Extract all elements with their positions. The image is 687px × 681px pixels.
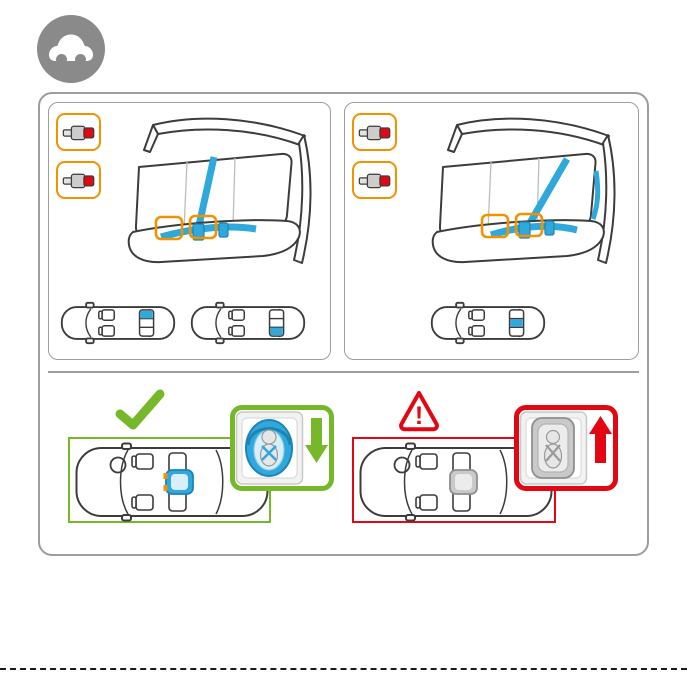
lap-belt bbox=[160, 223, 257, 241]
cut-line bbox=[0, 668, 687, 670]
belt-buckle bbox=[518, 221, 531, 239]
pillar-belt bbox=[590, 170, 601, 220]
buckle-highlight-box bbox=[514, 212, 544, 238]
car-interior-frame bbox=[143, 117, 312, 264]
car-top-view-incorrect bbox=[359, 442, 553, 522]
car-top-view-correct bbox=[75, 442, 269, 522]
steering-wheel bbox=[393, 456, 411, 474]
highlighted-seat-rear-center bbox=[510, 319, 523, 327]
car-top-view-icon bbox=[60, 301, 176, 345]
highlighted-seat-rear-right bbox=[270, 327, 283, 336]
belt-install-panel-left bbox=[48, 102, 331, 360]
belt-buckle bbox=[192, 223, 205, 241]
checkmark-icon bbox=[115, 389, 165, 430]
bench-cushion bbox=[127, 219, 301, 264]
buckle-highlight-badge bbox=[352, 161, 397, 199]
brand-logo bbox=[36, 14, 106, 84]
buckle-highlight-badge bbox=[56, 161, 101, 199]
rearward-facing-child-seat-illustration bbox=[235, 411, 328, 485]
warning-triangle-icon: ! bbox=[399, 391, 439, 432]
toddler-seat bbox=[531, 417, 575, 479]
car-icon bbox=[37, 15, 105, 83]
buckle-highlight-badge bbox=[352, 113, 397, 151]
car-top-view-icon bbox=[430, 301, 546, 345]
child-seat-correct bbox=[163, 469, 194, 495]
car-interior-frame bbox=[447, 117, 616, 264]
seatbelt-buckle-icon bbox=[358, 173, 390, 188]
car-top-view-icon bbox=[190, 301, 306, 345]
bench-cushion bbox=[431, 219, 605, 264]
buckle-highlight-box bbox=[188, 214, 218, 240]
section-divider bbox=[48, 371, 639, 373]
buckle-highlight-box bbox=[480, 213, 510, 239]
belt-anchor bbox=[218, 222, 229, 238]
seatbelt-buckle-icon bbox=[62, 125, 94, 140]
down-arrow-icon bbox=[305, 418, 328, 463]
seatbelt-buckle-icon bbox=[358, 125, 390, 140]
exclamation-mark: ! bbox=[415, 402, 423, 430]
zoom-inset-correct bbox=[230, 405, 334, 491]
instruction-frame: ! bbox=[38, 92, 649, 556]
rear-bench-seatbelt-illustration bbox=[127, 117, 312, 264]
forward-facing-child-seat-illustration bbox=[519, 411, 612, 485]
seatbelt-buckle-icon bbox=[62, 173, 94, 188]
infant-carrier bbox=[245, 419, 293, 477]
up-arrow-icon bbox=[589, 416, 612, 463]
rear-bench-seatbelt-illustration bbox=[431, 117, 616, 264]
child-seat-incorrect bbox=[449, 469, 478, 495]
steering-wheel bbox=[109, 456, 127, 474]
zoom-inset-incorrect bbox=[514, 405, 618, 491]
buckle-highlight-box bbox=[154, 215, 184, 241]
lap-belt bbox=[489, 222, 578, 239]
belt-install-panel-right bbox=[344, 102, 639, 360]
shoulder-belt bbox=[523, 157, 571, 230]
highlighted-seat-rear-left bbox=[140, 310, 153, 319]
shoulder-belt bbox=[194, 156, 218, 231]
buckle-highlight-badge bbox=[56, 113, 101, 151]
belt-anchor bbox=[544, 220, 555, 236]
